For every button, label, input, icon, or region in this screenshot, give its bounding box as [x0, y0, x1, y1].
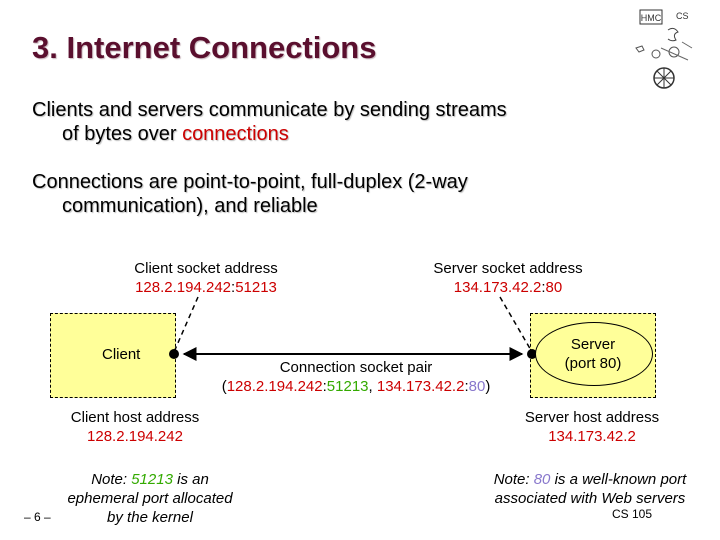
note-left-port: 51213	[131, 471, 173, 488]
hmc-logo-icon: HMC CS	[635, 9, 693, 89]
note-left-line3: by the kernel	[107, 509, 193, 526]
pair-server-ip: 134.173.42.2	[376, 378, 465, 395]
client-host-ip: 128.2.194.242	[87, 428, 183, 445]
bullet-connections-intro: Clients and servers communicate by sendi…	[32, 98, 507, 146]
pair-client-colon: :	[322, 378, 327, 395]
client-socket-address: Client socket address 128.2.194.242:5121…	[104, 259, 308, 297]
bullet-connection-properties: Connections are point-to-point, full-dup…	[32, 170, 468, 218]
server-socket-address: Server socket address 134.173.42.2:80	[408, 259, 608, 297]
connection-socket-pair: Connection socket pair (128.2.194.242:51…	[206, 358, 506, 396]
client-socket-colon: :	[231, 279, 236, 296]
server-socket-ip: 134.173.42.2	[453, 279, 542, 296]
bullet2-line1: Connections are point-to-point, full-dup…	[32, 171, 468, 193]
server-socket-address-label: Server socket address	[433, 260, 583, 277]
server-label: Server (port 80)	[535, 335, 651, 373]
connections-emphasis: connections	[182, 123, 289, 145]
server-host-address: Server host address 134.173.42.2	[492, 408, 692, 446]
pair-client-port: 51213	[326, 378, 369, 395]
client-socket-port: 51213	[235, 279, 277, 296]
pair-open-paren: (	[221, 378, 227, 395]
pair-comma: ,	[368, 378, 377, 395]
server-socket-colon: :	[541, 279, 546, 296]
note-right-post: is a well-known port	[550, 471, 687, 488]
server-label-line2: (port 80)	[564, 355, 622, 372]
client-socket-pointer	[173, 296, 199, 353]
client-socket-dot	[169, 349, 179, 359]
pair-server-colon: :	[464, 378, 469, 395]
server-host-ip: 134.173.42.2	[548, 428, 636, 445]
client-label: Client	[102, 346, 141, 363]
pair-client-ip: 128.2.194.242	[226, 378, 323, 395]
pair-server-port: 80	[468, 378, 486, 395]
server-node	[535, 322, 653, 386]
server-label-line1: Server	[570, 336, 616, 353]
bullet1-line1: Clients and servers communicate by sendi…	[32, 99, 507, 121]
client-socket-ip: 128.2.194.242	[135, 279, 232, 296]
note-well-known-port: Note: 80 is a well-known port associated…	[466, 470, 714, 508]
svg-text:CS: CS	[676, 11, 689, 21]
bullet1-line2-text: of bytes over	[62, 123, 183, 145]
note-left-post: is an	[172, 471, 209, 488]
note-right-pre: Note:	[493, 471, 534, 488]
server-host-address-label: Server host address	[524, 409, 660, 426]
note-right-line2: associated with Web servers	[494, 490, 686, 507]
course-label: CS 105	[612, 507, 653, 521]
server-socket-pointer	[499, 296, 533, 353]
server-socket-dot	[527, 349, 537, 359]
socket-pair-label: Connection socket pair	[279, 359, 433, 376]
client-host-address: Client host address 128.2.194.242	[35, 408, 235, 446]
client-socket-address-label: Client socket address	[134, 260, 278, 277]
client-host-address-label: Client host address	[70, 409, 200, 426]
note-ephemeral-port: Note: 51213 is an ephemeral port allocat…	[40, 470, 260, 527]
pair-close-paren: )	[485, 378, 491, 395]
bullet2-line2: communication), and reliable	[62, 195, 318, 217]
page-number: – 6 –	[24, 510, 51, 524]
server-socket-port: 80	[545, 279, 563, 296]
bullet1-line2: of bytes over connections	[32, 122, 507, 146]
slide-title: 3. Internet Connections	[32, 30, 377, 65]
note-left-line2: ephemeral port allocated	[67, 490, 233, 507]
svg-text:HMC: HMC	[641, 13, 662, 23]
note-right-port: 80	[533, 471, 551, 488]
note-left-pre: Note:	[91, 471, 132, 488]
